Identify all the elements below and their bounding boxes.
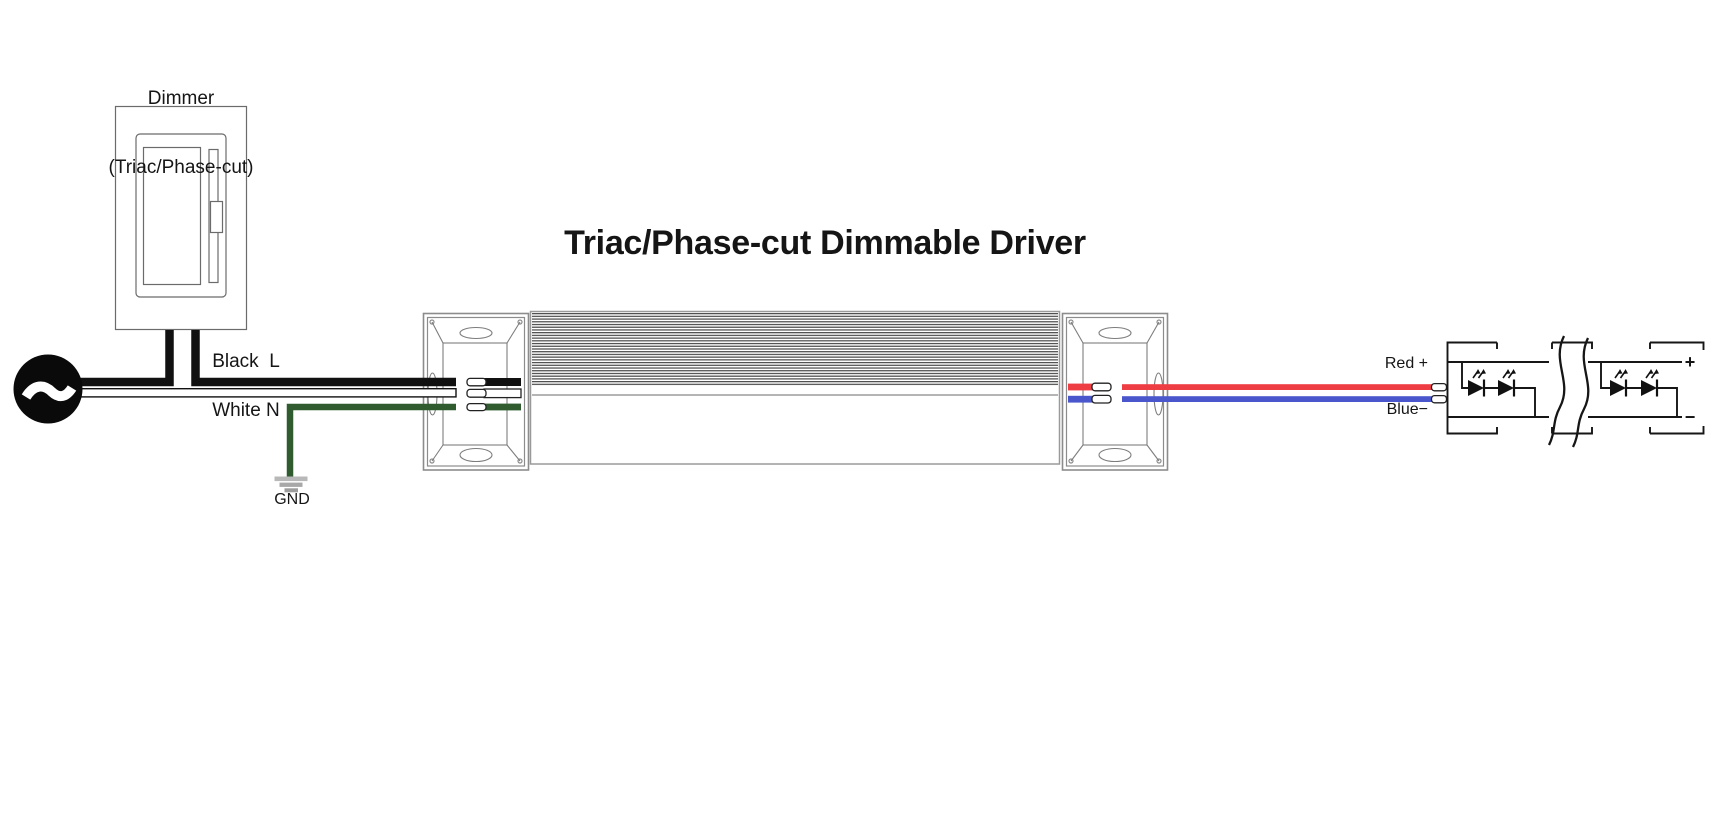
ground-label: GND [274,491,310,508]
cable-entry-oval [1153,372,1164,416]
output-wiring [1122,382,1448,404]
led-positive-terminal-label: + [1684,352,1696,372]
driver-heatsink-fins [532,313,1058,386]
live-wire-label: Black L [212,351,280,372]
input-wiring [79,330,457,493]
wire-live-dimmer-to-driver [191,330,456,387]
led-strip-outline [1446,341,1705,435]
wire-live-source-to-dimmer [80,330,174,387]
driver-right-endcap [1061,312,1169,471]
earth-ground-symbol [274,476,308,493]
endcap-screw-hole [459,447,493,463]
dimmer-slider-handle [209,200,224,234]
dimmer-switch [114,105,248,331]
dimmer-label-line2: (Triac/Phase-cut) [108,157,254,178]
wire-negative-blue [1122,396,1433,402]
led-icon [1641,369,1659,397]
led-negative-terminal-label: − [1684,407,1696,427]
led-driver [422,310,1169,471]
strip-break-mark [1547,335,1590,448]
dimmer-rocker [142,146,202,286]
endcap-screw-hole [1098,326,1132,340]
led-icon [1610,369,1628,397]
wire-ground [286,403,456,477]
negative-wire-label: Blue− [1386,401,1428,418]
dimmer-label-line1: Dimmer [147,88,215,109]
diagram-title: Triac/Phase-cut Dimmable Driver [564,224,1086,262]
wire-neutral [79,388,457,398]
endcap-screw-hole [1098,447,1132,463]
driver-output-terminals [1068,382,1112,404]
wire-positive-red [1122,384,1433,390]
led-strip [1446,335,1705,448]
led-icons [1468,369,1659,397]
led-icon [1498,369,1516,397]
led-icon [1468,369,1486,397]
dimmer-label: Dimmer (Triac/Phase-cut) [109,41,254,225]
driver-body [529,310,1061,465]
driver-input-terminals [466,377,522,412]
endcap-screw-hole [459,326,493,340]
positive-wire-label: Red + [1384,355,1428,372]
ac-source-icon [13,354,83,424]
neutral-wire-label: White N [212,400,280,421]
